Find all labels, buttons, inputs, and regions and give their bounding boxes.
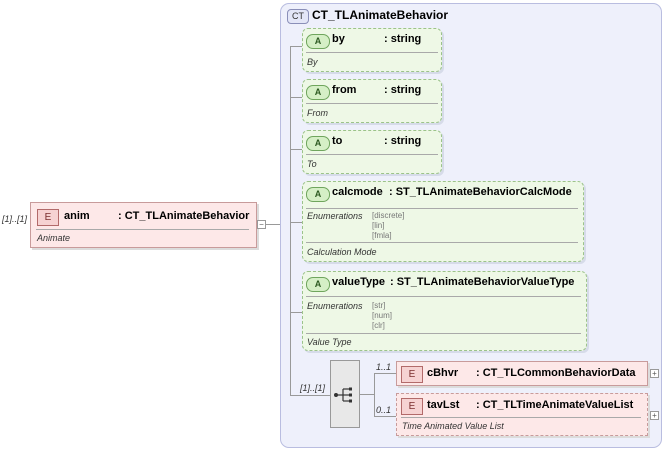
complex-type-title: CT_TLAnimateBehavior (312, 8, 449, 22)
attribute-name: valueType (332, 276, 385, 288)
divider (306, 296, 581, 297)
tree-trunk-line (290, 46, 291, 395)
attribute-valuetype[interactable]: A valueType : ST_TLAnimateBehaviorValueT… (302, 271, 587, 351)
child-type: : CT_TLCommonBehaviorData (476, 367, 636, 379)
attribute-to[interactable]: A to : string To (302, 130, 442, 174)
expand-toggle[interactable]: + (650, 411, 659, 420)
attribute-type: : ST_TLAnimateBehaviorValueType (390, 276, 575, 288)
attribute-badge: A (306, 136, 330, 151)
divider (306, 242, 578, 243)
attribute-name: by (332, 33, 345, 45)
tree-branch-line (290, 46, 302, 47)
divider (306, 154, 438, 155)
sequence-branch-line (374, 373, 375, 417)
attribute-doc: By (307, 57, 318, 67)
attribute-badge: A (306, 187, 330, 202)
sequence-multiplicity: [1]..[1] (300, 383, 326, 393)
enum-value: [clr] (372, 321, 385, 330)
attribute-name: from (332, 84, 357, 96)
enum-value: [lin] (372, 221, 385, 230)
attribute-name: calcmode (332, 186, 383, 198)
anim-name: anim (64, 210, 90, 222)
tree-branch-line (290, 222, 302, 223)
attribute-by[interactable]: A by : string By (302, 28, 442, 72)
attribute-badge: A (306, 85, 330, 100)
enum-value: [num] (372, 311, 393, 320)
attribute-calcmode[interactable]: A calcmode : ST_TLAnimateBehaviorCalcMod… (302, 181, 584, 262)
attribute-doc: From (307, 108, 328, 118)
element-badge: E (401, 398, 423, 415)
attribute-from[interactable]: A from : string From (302, 79, 442, 123)
divider (306, 52, 438, 53)
divider (306, 208, 578, 209)
child-multiplicity: 0..1 (376, 405, 392, 415)
child-multiplicity: 1..1 (376, 362, 392, 372)
divider (36, 229, 249, 230)
complex-type-badge: CT (287, 9, 309, 24)
anim-doc: Animate (37, 233, 71, 243)
child-type: : CT_TLTimeAnimateValueList (476, 399, 634, 411)
attribute-type: : ST_TLAnimateBehaviorCalcMode (389, 186, 572, 198)
attribute-doc: To (307, 159, 317, 169)
child-name: tavLst (427, 399, 460, 411)
divider (306, 103, 438, 104)
sequence-branch-line (374, 416, 396, 417)
tree-branch-line (290, 149, 302, 150)
enumerations-label: Enumerations (307, 211, 363, 221)
anim-element-box[interactable]: E anim : CT_TLAnimateBehavior Animate (30, 202, 257, 248)
divider (401, 417, 641, 418)
attribute-name: to (332, 135, 343, 147)
anim-multiplicity: [1]..[1] (2, 214, 28, 224)
expand-toggle[interactable]: + (650, 369, 659, 378)
child-element-cbhvr[interactable]: E cBhvr : CT_TLCommonBehaviorData (396, 361, 648, 386)
sequence-branch-line (360, 394, 374, 395)
collapse-toggle[interactable]: − (257, 220, 266, 229)
tree-branch-line (290, 312, 302, 313)
sequence-compositor[interactable] (330, 360, 360, 428)
element-badge: E (401, 366, 423, 383)
attribute-type: : string (384, 33, 422, 45)
attribute-type: : string (384, 135, 422, 147)
element-badge: E (37, 209, 59, 226)
sequence-branch-line (374, 373, 396, 374)
attribute-badge: A (306, 277, 330, 292)
enum-value: [discrete] (372, 211, 405, 220)
attribute-doc: Value Type (307, 337, 352, 347)
attribute-doc: Calculation Mode (307, 247, 377, 257)
anim-type: : CT_TLAnimateBehavior (118, 210, 250, 222)
attribute-type: : string (384, 84, 422, 96)
divider (306, 333, 581, 334)
enum-value: [fmla] (372, 231, 392, 240)
child-element-tavlst[interactable]: E tavLst : CT_TLTimeAnimateValueList Tim… (396, 393, 648, 436)
sequence-icon (334, 387, 352, 403)
enum-value: [str] (372, 301, 386, 310)
child-doc: Time Animated Value List (402, 421, 504, 431)
attribute-badge: A (306, 34, 330, 49)
tree-branch-line (290, 395, 330, 396)
tree-branch-line (290, 97, 302, 98)
enumerations-label: Enumerations (307, 301, 363, 311)
connector-line (266, 224, 280, 225)
child-name: cBhvr (427, 367, 459, 379)
